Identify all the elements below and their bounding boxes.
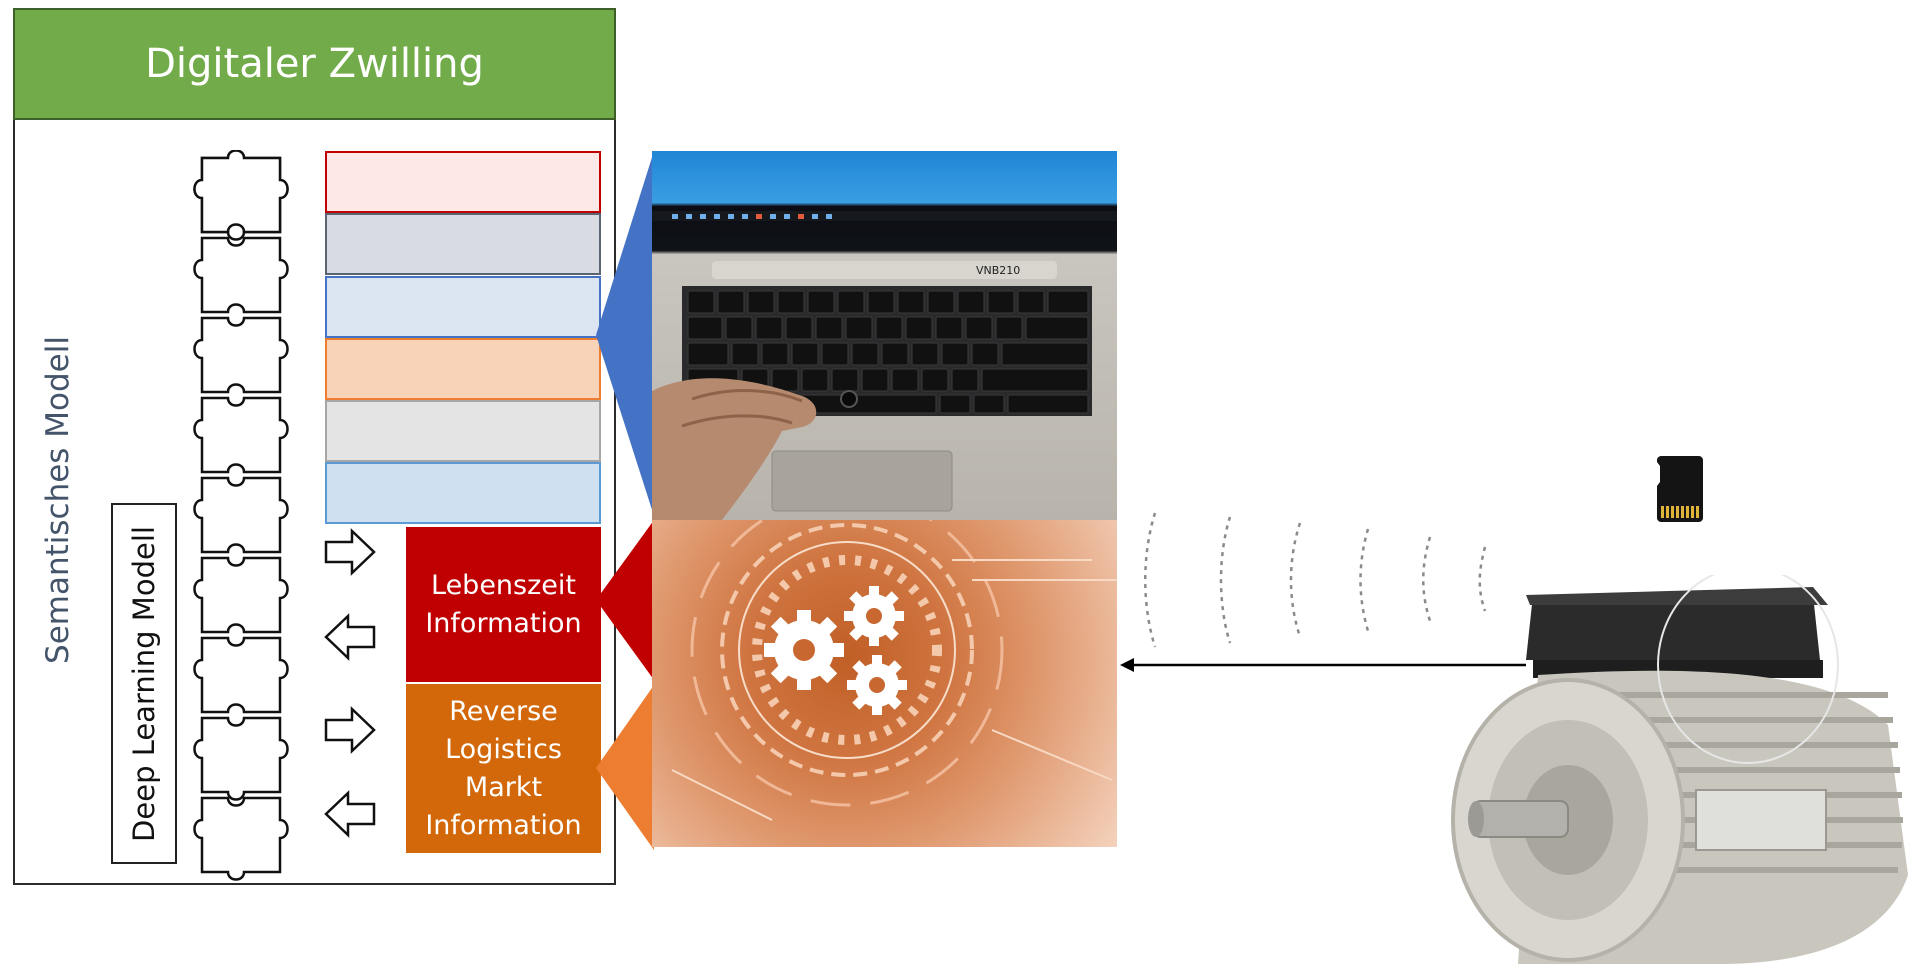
- red-wedge: [596, 520, 654, 680]
- deep-learning-model-box: Deep Learning Modell: [111, 503, 177, 864]
- lifetime-information-box: Lebenszeit Information: [406, 527, 601, 682]
- lifetime-line-2: Information: [425, 607, 582, 639]
- logistics-line-2: Logistics: [445, 733, 562, 765]
- sd-card-icon: [1657, 456, 1703, 522]
- lifetime-line-1: Lebenszeit: [431, 569, 576, 601]
- blue-wedge: [596, 151, 654, 516]
- semantic-bar-1: [325, 151, 601, 213]
- arrow-right-icon: [324, 706, 376, 754]
- exchange-arrows: [324, 528, 376, 838]
- laptop-label: VNB210: [976, 264, 1020, 277]
- arrow-left-icon: [324, 613, 376, 661]
- semantic-model-text: Semantisches Modell: [40, 336, 76, 664]
- signal-waves-icon: [1144, 512, 1487, 648]
- arrow-left-icon: [324, 790, 376, 838]
- digital-twin-header: Digitaler Zwilling: [13, 8, 616, 120]
- arrow-right-icon: [324, 528, 376, 576]
- laptop-photo: VNB210: [652, 151, 1117, 520]
- semantic-bar-5: [325, 400, 601, 462]
- digital-twin-title: Digitaler Zwilling: [145, 41, 484, 87]
- logistics-line-3: Markt: [464, 771, 543, 803]
- semantic-bar-3: [325, 276, 601, 338]
- gears-icon: [764, 586, 907, 715]
- semantic-bar-4: [325, 338, 601, 400]
- logistics-line-1: Reverse: [449, 695, 558, 727]
- gears-image: [652, 520, 1117, 847]
- logistics-line-4: Information: [425, 809, 582, 841]
- semantic-model-label: Semantisches Modell: [38, 330, 78, 670]
- semantic-bar-6: [325, 462, 601, 524]
- electric-motor-icon: [1451, 575, 1908, 964]
- orange-wedge: [596, 685, 654, 850]
- connector-wedges: [596, 151, 654, 850]
- puzzle-chain-icon: [193, 150, 289, 881]
- deep-learning-model-text: Deep Learning Modell: [127, 525, 161, 842]
- semantic-bar-2: [325, 213, 601, 275]
- data-flow-arrow: [1120, 658, 1526, 672]
- reverse-logistics-information-box: Reverse Logistics Markt Information: [406, 684, 601, 853]
